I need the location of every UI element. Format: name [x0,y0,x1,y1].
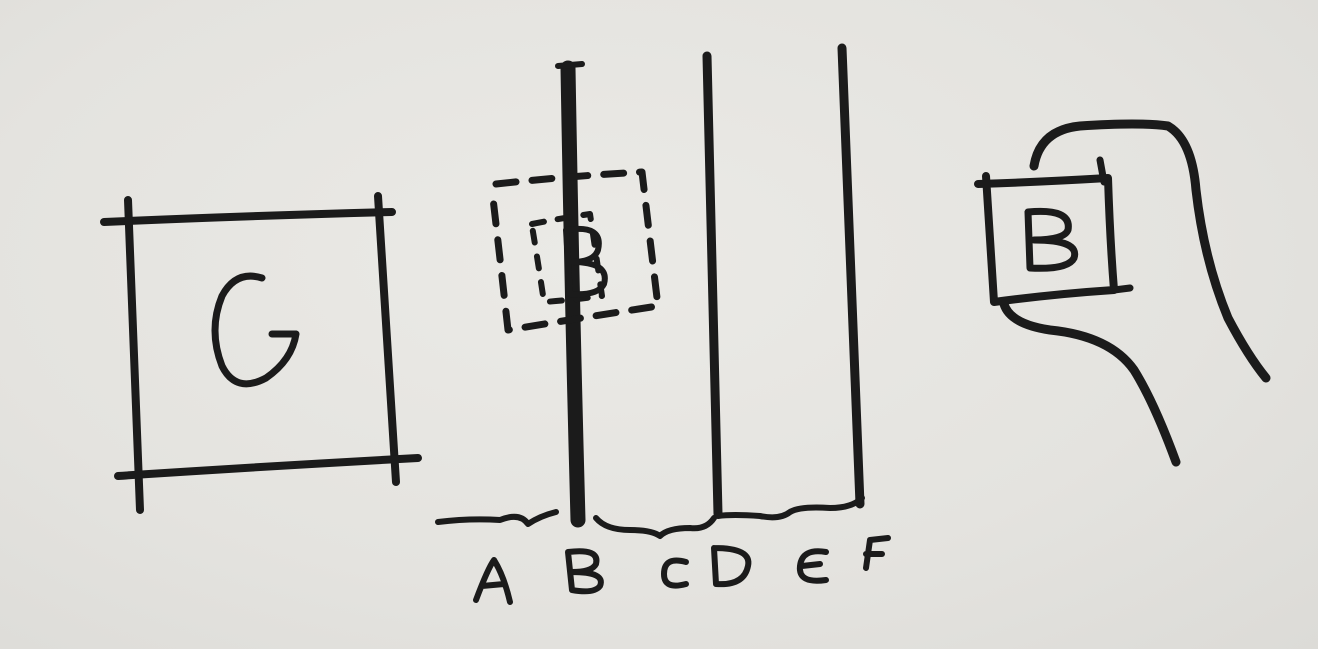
dragged-tile-ghost: B [488,168,662,334]
grid-tile: G [100,192,422,514]
dragged-tile-outer-outline [488,168,662,334]
column-label-e-stroke [796,548,829,584]
bracket-a [435,509,559,527]
grid-tile-top-edge [100,208,396,226]
grid-tile-letter-stroke [211,272,300,388]
column-label-d-stroke [711,545,752,588]
column-label-b-stroke [565,548,604,595]
bracket-e [715,495,865,521]
hand-holding-tile: B [974,119,1271,467]
grid-tile-left-edge [124,196,144,514]
column-label-a-stroke [473,557,513,605]
column-line-d [702,51,723,519]
hand-upper-outline [1029,119,1271,383]
bracket-c [593,515,717,539]
dragged-tile-letter-stroke [563,226,608,298]
held-tile-letter-stroke [1024,207,1079,272]
hand-lower-outline [999,299,1181,467]
column-labels: A B C D E F [473,535,891,605]
spacing-brackets [435,495,865,539]
column-line-b-cap [555,61,585,69]
column-label-f-stroke [863,535,891,571]
grid-tile-bottom-edge [114,454,422,480]
column-label-c-stroke [661,557,689,589]
held-tile-corner-ticks [1096,156,1134,294]
column-line-f [837,43,865,509]
dragged-tile-inner-outline [529,211,605,305]
grid-tile-right-edge [374,192,400,486]
